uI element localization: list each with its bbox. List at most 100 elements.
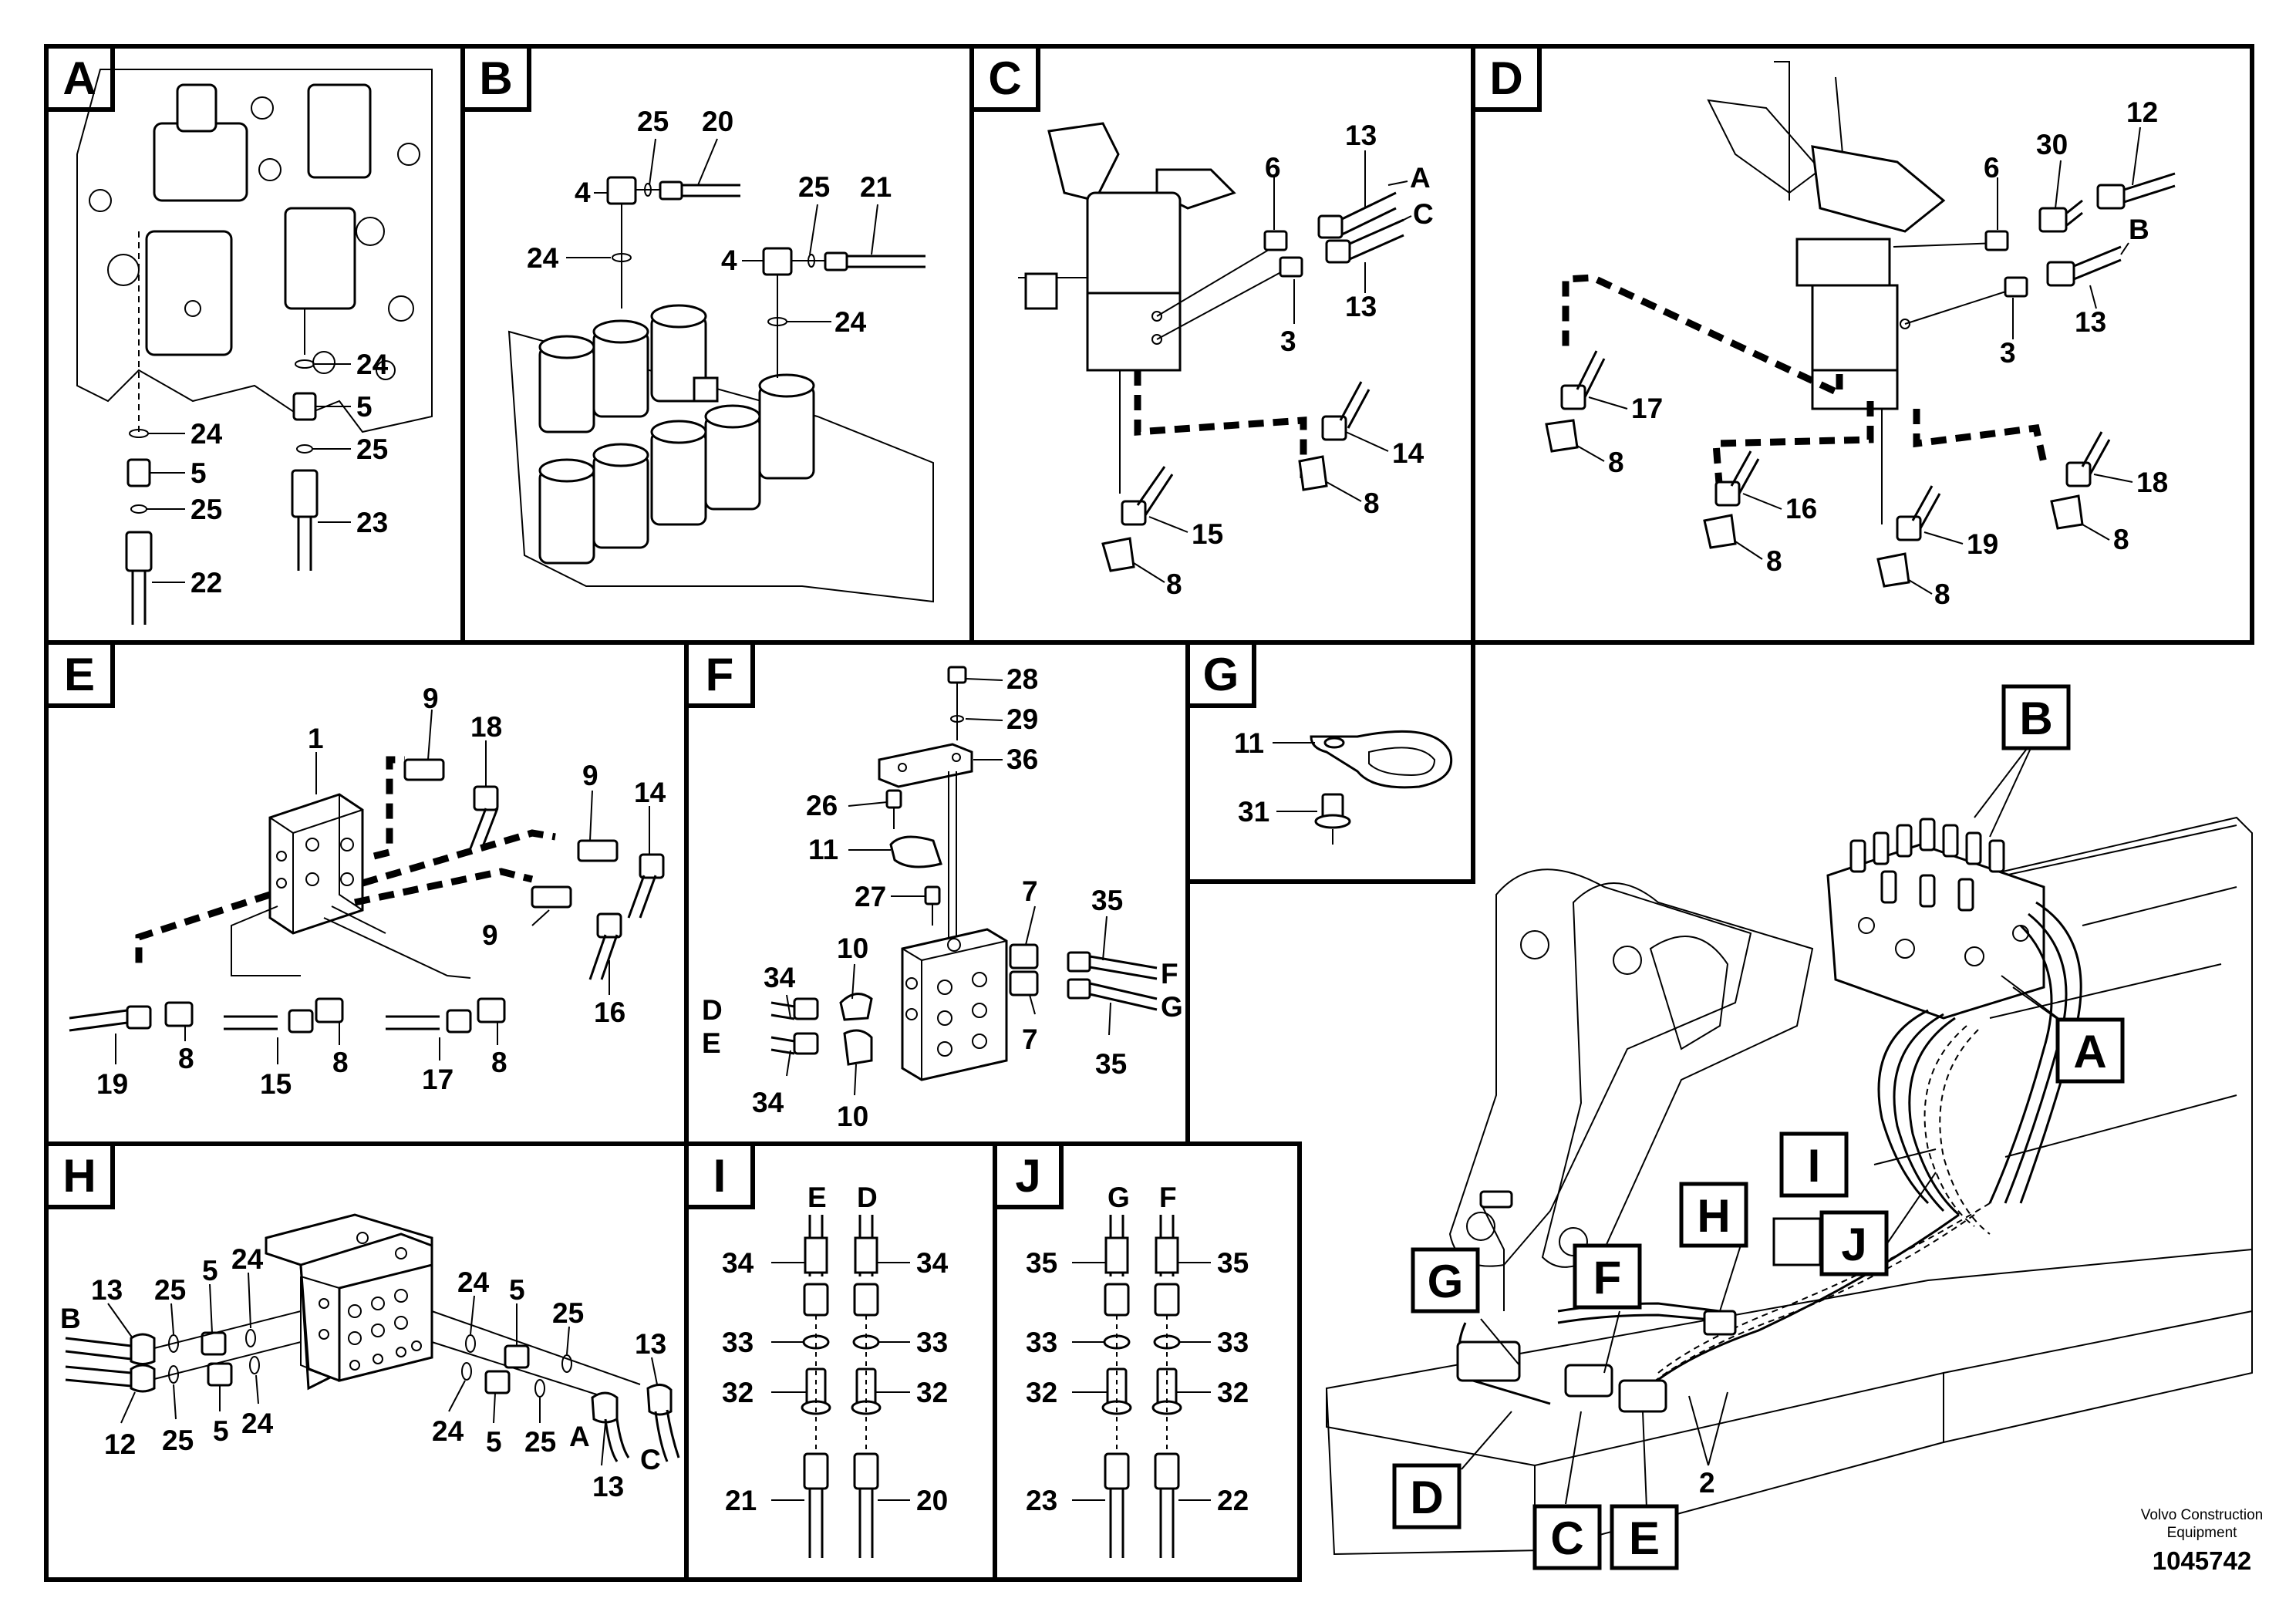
label-f-28: 28 <box>1006 663 1038 695</box>
label-b-4-right: 4 <box>721 244 737 276</box>
label-c-8-left: 8 <box>1166 568 1182 600</box>
label-d-17: 17 <box>1631 393 1663 424</box>
label-f-11: 11 <box>808 834 838 865</box>
svg-text:A: A <box>2073 1026 2106 1077</box>
label-c-14: 14 <box>1392 437 1424 469</box>
label-e-15: 15 <box>260 1068 292 1100</box>
label-j-23: 23 <box>1026 1485 1057 1516</box>
label-i-d: D <box>857 1182 878 1213</box>
label-b-25-left: 25 <box>637 106 669 137</box>
panel-e-frame <box>44 640 689 1146</box>
label-i-32-left: 32 <box>722 1377 754 1408</box>
label-c-15: 15 <box>1192 518 1223 550</box>
panel-letter-h: H <box>44 1141 115 1209</box>
label-h-13-bottom: 13 <box>592 1471 624 1502</box>
label-i-e: E <box>807 1182 827 1213</box>
label-a-23: 23 <box>356 507 388 538</box>
svg-text:E: E <box>64 649 95 700</box>
label-h-24-b: 24 <box>457 1266 490 1298</box>
svg-text:D: D <box>1489 52 1522 104</box>
label-h-25-d: 25 <box>524 1426 556 1458</box>
label-d-19: 19 <box>1967 528 1998 560</box>
panel-g-frame <box>1185 640 1475 884</box>
label-d-13: 13 <box>2075 306 2106 338</box>
label-e-8-b: 8 <box>332 1047 349 1078</box>
callout-i: I <box>1779 1131 1849 1198</box>
label-j-35-right: 35 <box>1217 1247 1249 1279</box>
overview-drawing <box>1325 736 2253 1556</box>
label-e-8-a: 8 <box>178 1043 194 1074</box>
label-j-33-right: 33 <box>1217 1327 1249 1358</box>
label-f-34-lower: 34 <box>752 1087 784 1118</box>
label-e-17: 17 <box>422 1064 453 1095</box>
label-e-19: 19 <box>96 1068 128 1100</box>
label-j-35-left: 35 <box>1026 1247 1057 1279</box>
panel-letter-d: D <box>1471 44 1542 112</box>
label-a-24-upper: 24 <box>356 349 389 380</box>
callout-f: F <box>1573 1243 1642 1310</box>
callout-h: H <box>1679 1182 1748 1248</box>
panel-frames <box>44 44 2254 1582</box>
label-c-13-lower: 13 <box>1345 291 1377 322</box>
label-g-11: 11 <box>1234 727 1264 759</box>
panel-letter-a: A <box>44 44 115 112</box>
panel-j-frame <box>993 1141 1302 1582</box>
label-h-5-d: 5 <box>486 1426 502 1458</box>
svg-text:B: B <box>479 52 512 104</box>
svg-text:F: F <box>706 649 734 700</box>
label-d-8-b: 8 <box>1766 545 1782 577</box>
panel-e-drawing: 1 9 18 9 14 9 16 19 8 15 8 17 8 <box>69 683 666 1100</box>
svg-text:D: D <box>1410 1472 1443 1523</box>
callout-c: C <box>1532 1504 1602 1570</box>
label-f-27: 27 <box>855 881 886 912</box>
label-c-6: 6 <box>1265 152 1281 184</box>
svg-text:I: I <box>713 1150 727 1202</box>
panel-letter-c: C <box>969 44 1040 112</box>
label-d-8-c: 8 <box>1934 578 1950 610</box>
callout-g: G <box>1411 1247 1480 1313</box>
label-i-32-right: 32 <box>916 1377 948 1408</box>
panel-letter-b: B <box>460 44 531 112</box>
label-c-13-upper: 13 <box>1345 120 1377 151</box>
panel-j-drawing: G F 35 35 33 33 32 32 23 22 <box>1026 1182 1249 1558</box>
label-f-10-lower: 10 <box>837 1101 868 1132</box>
svg-text:C: C <box>1550 1512 1583 1564</box>
overview-part-label-2: 2 <box>1699 1467 1715 1499</box>
panel-b-drawing: 25 20 4 24 25 21 4 24 <box>507 106 934 603</box>
label-b-21: 21 <box>860 171 892 203</box>
callout-b: B <box>2001 684 2071 750</box>
callout-d: D <box>1392 1463 1462 1529</box>
label-f-36: 36 <box>1006 744 1038 775</box>
label-a-22: 22 <box>190 567 222 599</box>
panel-a-drawing: 24 5 25 23 24 5 25 22 <box>76 69 433 625</box>
label-h-24-a: 24 <box>231 1243 264 1275</box>
label-h-b: B <box>60 1303 81 1334</box>
panel-d-drawing: 12 30 6 B 3 13 17 8 16 8 19 8 18 8 <box>1545 61 2176 610</box>
label-h-5-c: 5 <box>213 1415 229 1447</box>
svg-text:A: A <box>62 52 96 104</box>
panel-letter-boxes: A B C D E F G H <box>44 44 1542 1209</box>
label-i-21: 21 <box>725 1485 757 1516</box>
label-f-35-lower: 35 <box>1095 1048 1127 1080</box>
label-h-25-a: 25 <box>154 1274 186 1306</box>
label-j-32-right: 32 <box>1217 1377 1249 1408</box>
label-f-29: 29 <box>1006 703 1038 735</box>
panel-i-drawing: E D 34 34 33 33 32 32 21 20 <box>722 1182 949 1558</box>
label-j-g: G <box>1108 1182 1130 1213</box>
panel-c-drawing: 6 13 A C 3 13 14 8 15 8 <box>1018 120 1434 600</box>
label-f-d: D <box>702 994 723 1026</box>
label-j-32-left: 32 <box>1026 1377 1057 1408</box>
label-e-1: 1 <box>308 723 324 754</box>
company-name-line1: Volvo Construction <box>2141 1507 2263 1523</box>
label-e-9-right: 9 <box>582 760 598 791</box>
label-e-9-mid: 9 <box>482 919 498 951</box>
label-a-25-upper: 25 <box>356 433 388 465</box>
document-number: 1045742 <box>2153 1546 2251 1575</box>
label-d-8-d: 8 <box>2113 524 2129 555</box>
footer: Volvo Construction Equipment 1045742 <box>2141 1507 2263 1575</box>
label-j-33-left: 33 <box>1026 1327 1057 1358</box>
panel-letter-g: G <box>1185 640 1256 708</box>
label-a-5-upper: 5 <box>356 391 373 423</box>
label-c-3: 3 <box>1280 325 1296 357</box>
